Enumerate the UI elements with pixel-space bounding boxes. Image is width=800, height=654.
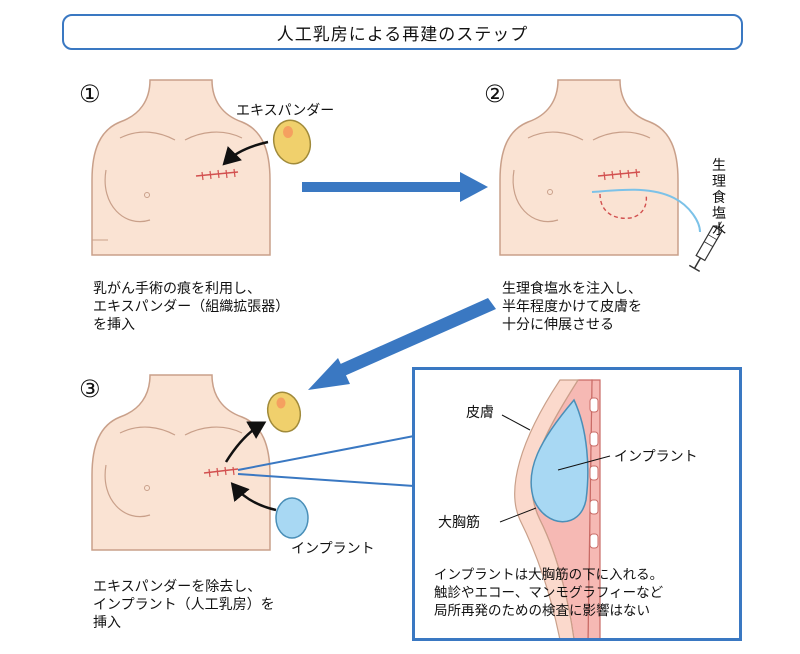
step-number-1: ① [79,80,101,108]
caption-line: 生理食塩水を注入し、 [502,281,642,297]
caption-line: を挿入 [93,317,135,333]
torso-figure-1 [91,79,271,256]
torso-figure-2 [499,79,679,256]
step-number-3: ③ [79,375,101,403]
detail-implant-label: インプラント [614,449,698,465]
expander-device-1 [272,119,312,165]
caption-line: インプラント（人工乳房）を [93,597,275,613]
step-arrow-1-to-2 [302,172,488,202]
caption-line: 半年程度かけて皮膚を [502,299,642,315]
scar-mark-2 [597,168,641,181]
syringe-icon [688,221,723,273]
note-line: 触診やエコー、マンモグラフィーなど [434,585,664,601]
saline-label: 生 理 食 塩 水 [711,158,727,238]
skin-label: 皮膚 [466,405,494,421]
step-number-2: ② [484,80,506,108]
step-3-caption: エキスパンダーを除去し、 インプラント（人工乳房）を 挿入 [93,578,275,632]
zoom-connector [237,435,415,487]
muscle-label: 大胸筋 [438,515,480,531]
insert-arrow-1 [222,140,269,166]
torso-figure-3 [91,374,271,551]
saline-char: 塩 [712,206,726,222]
implant-device-3 [275,497,309,539]
diagram-title: 人工乳房による再建のステップ [62,14,743,50]
caption-line: 乳がん手術の痕を利用し、 [93,281,261,297]
detail-note: インプラントは大胸筋の下に入れる。 触診やエコー、マンモグラフィーなど 局所再発… [434,566,663,620]
remove-arrow-3 [224,421,267,463]
title-text: 人工乳房による再建のステップ [276,24,529,45]
caption-line: エキスパンダーを除去し、 [93,579,262,595]
saline-char: 理 [712,174,726,190]
saline-char: 生 [712,158,726,174]
saline-char: 水 [712,222,726,238]
detail-leader-lines [499,414,611,523]
implant-label: インプラント [291,541,375,557]
scar-mark-1 [195,168,239,181]
caption-line: 十分に伸展させる [502,317,614,333]
saline-tube [591,188,701,233]
detail-box [412,367,742,641]
expander-device-3 [266,391,302,433]
caption-line: エキスパンダー（組織拡張器） [93,299,290,315]
note-line: インプラントは大胸筋の下に入れる。 [434,567,664,583]
insert-arrow-3 [230,482,277,512]
caption-line: 挿入 [93,615,121,631]
step-1-caption: 乳がん手術の痕を利用し、 エキスパンダー（組織拡張器） を挿入 [93,280,289,334]
saline-char: 食 [712,190,726,206]
cross-section-detail [514,379,601,641]
note-line: 局所再発のための検査に影響はない [434,603,650,619]
scar-mark-3 [203,466,239,478]
step-arrow-2-to-3 [308,298,496,390]
step-2-caption: 生理食塩水を注入し、 半年程度かけて皮膚を 十分に伸展させる [502,280,642,334]
expander-outline-2 [599,193,648,219]
expander-label: エキスパンダー [236,103,335,119]
